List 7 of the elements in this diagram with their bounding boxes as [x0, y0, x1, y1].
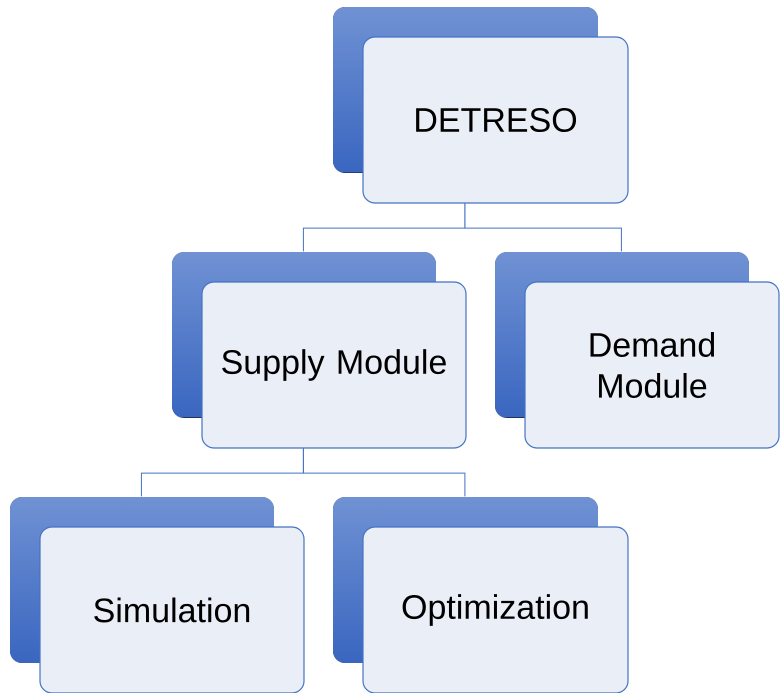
- connector-line: [302, 448, 466, 497]
- module-box: Simulation: [10, 496, 305, 693]
- connector-line: [464, 203, 622, 252]
- module-box: Demand Module: [495, 252, 780, 449]
- module-box: DETRESO: [333, 7, 629, 204]
- module-box: Supply Module: [172, 252, 467, 449]
- module-box: Optimization: [333, 496, 629, 693]
